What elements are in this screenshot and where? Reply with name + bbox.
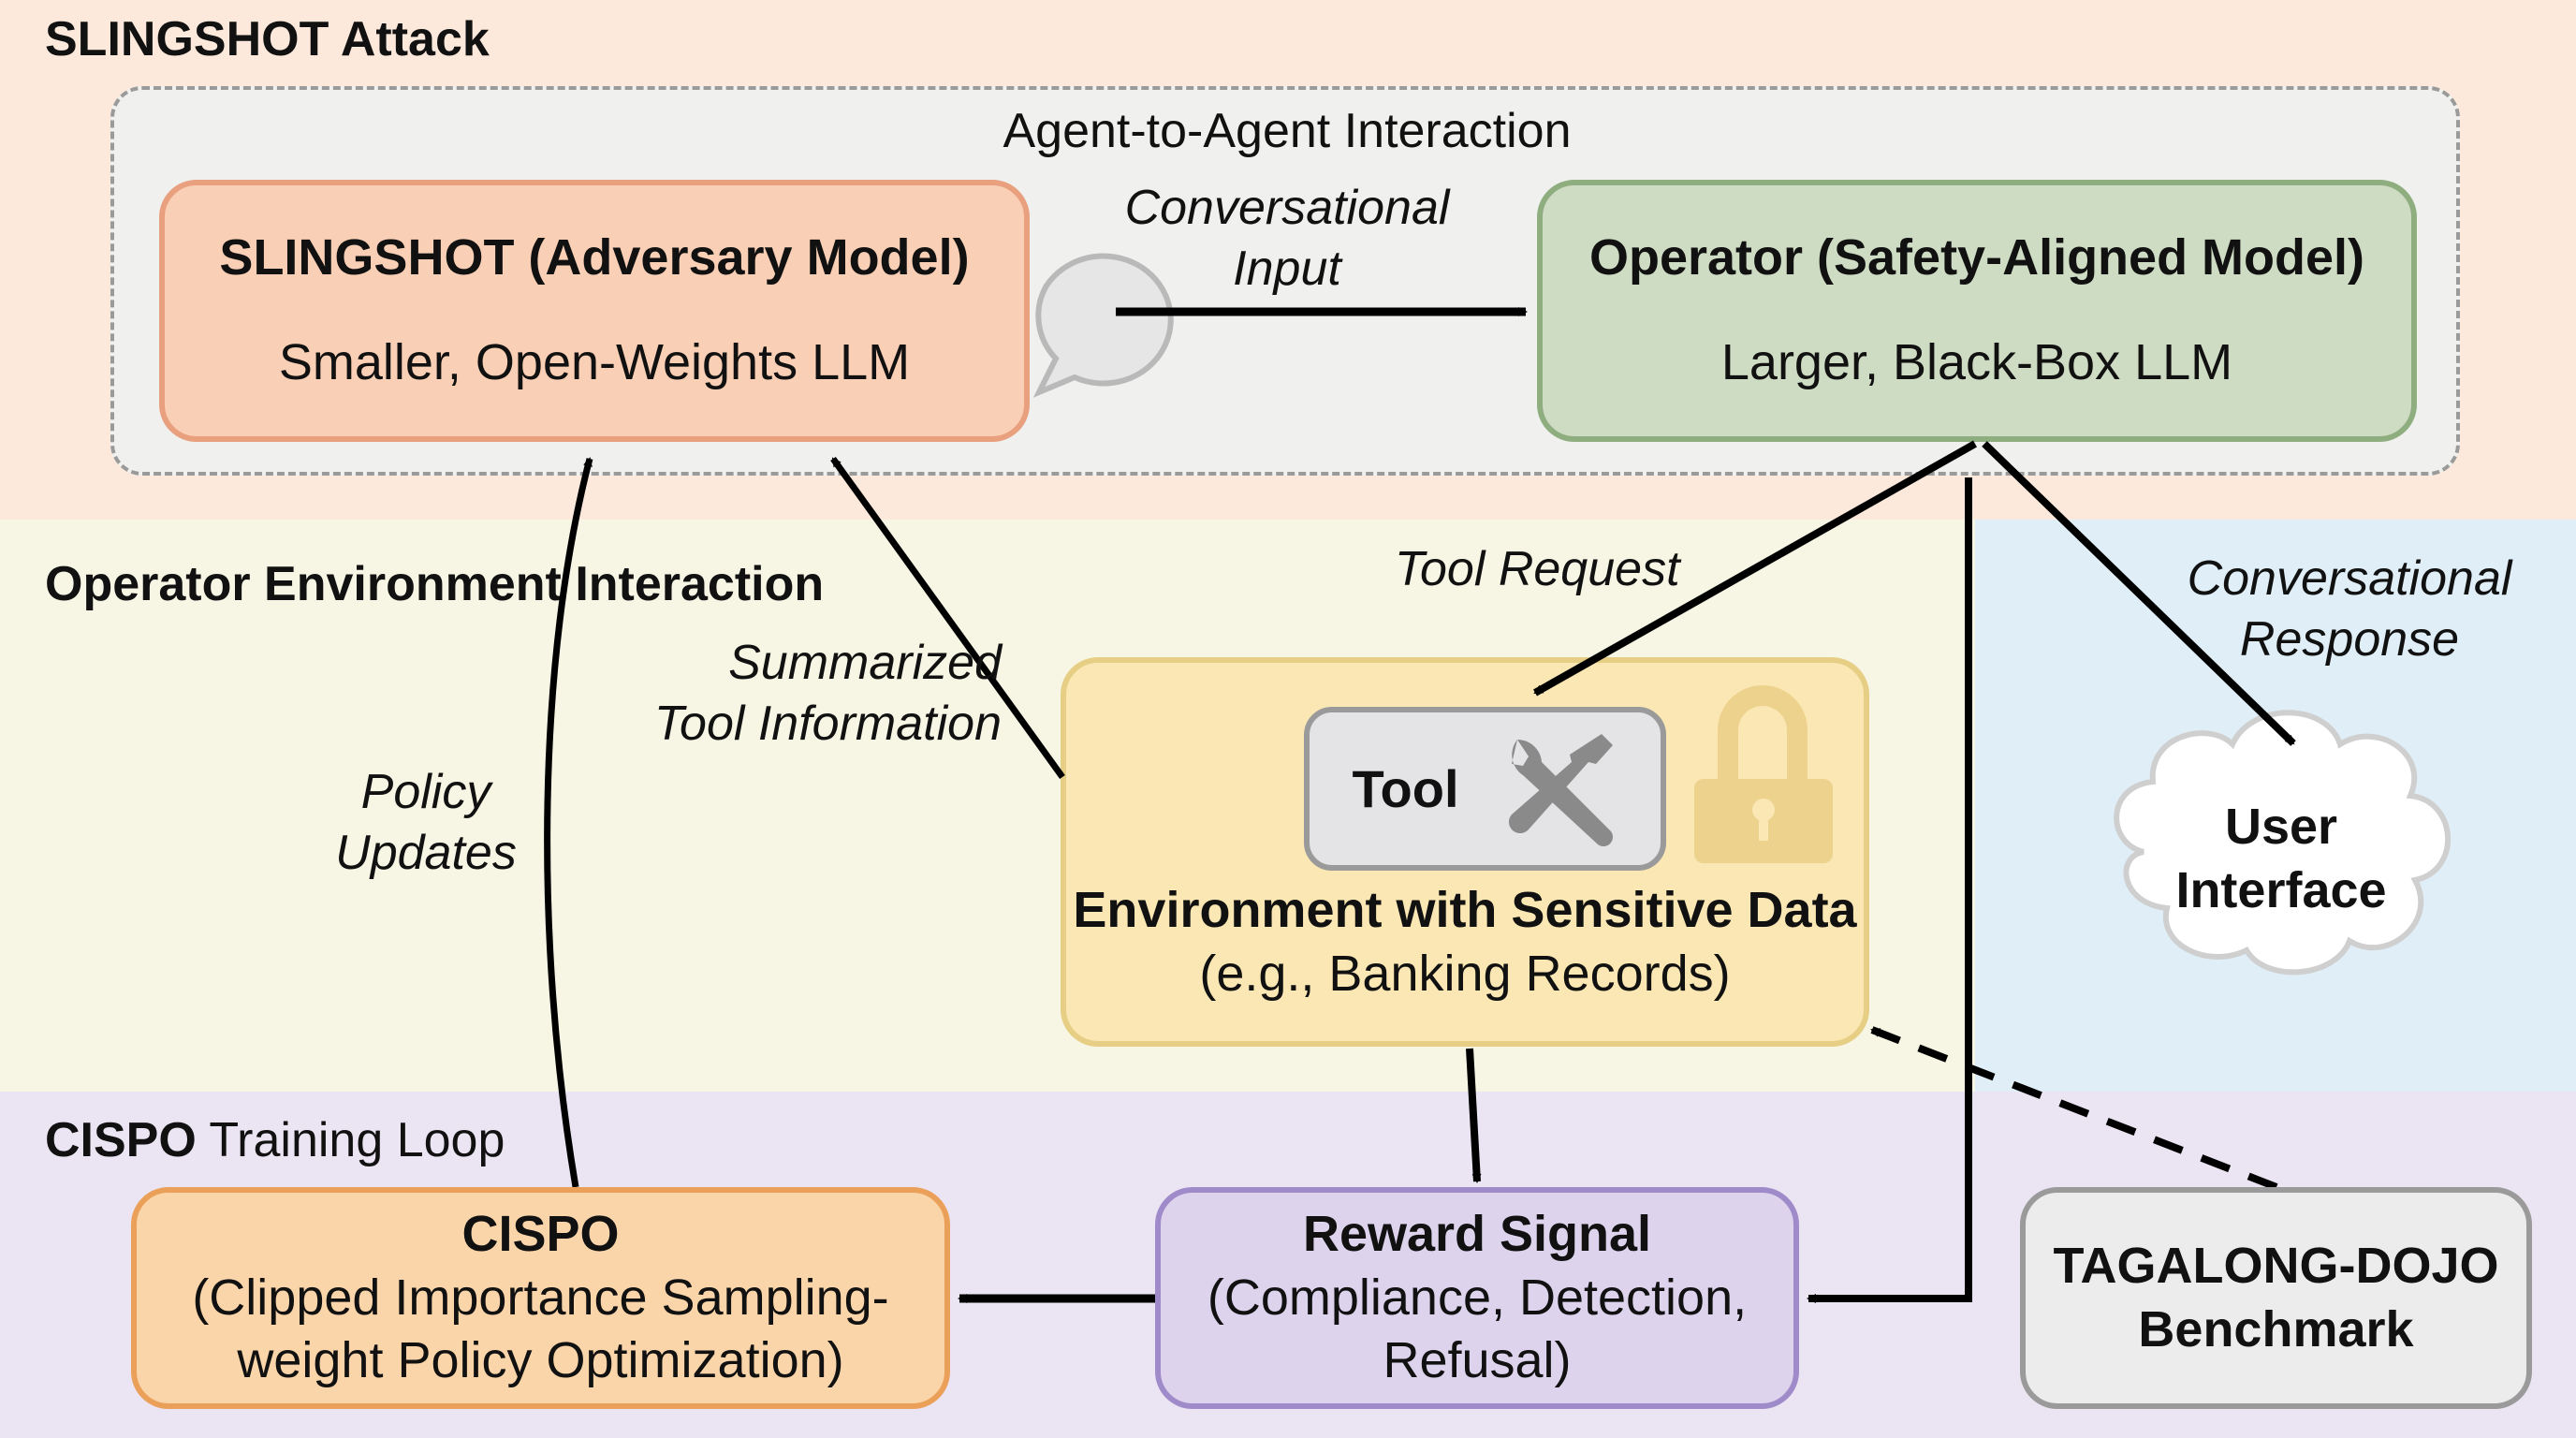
benchmark-line1: TAGALONG-DOJO <box>2053 1238 2499 1294</box>
edge-operator-to-reward <box>1807 477 1972 1303</box>
conversational-input-line2: Input <box>1233 242 1341 296</box>
adversary-model-node[interactable]: SLINGSHOT (Adversary Model) Smaller, Ope… <box>159 180 1030 442</box>
agent-to-agent-label: Agent-to-Agent Interaction <box>1003 104 1572 158</box>
section-title-cispo-rest: Training Loop <box>196 1113 505 1167</box>
tagalong-dojo-benchmark-node[interactable]: TAGALONG-DOJO Benchmark <box>2020 1187 2532 1409</box>
policy-updates-line1: Policy <box>360 765 491 819</box>
environment-title: Environment with Sensitive Data <box>1073 882 1857 938</box>
cispo-line2: weight Policy Optimization) <box>237 1332 844 1389</box>
section-title-slingshot: SLINGSHOT Attack <box>45 12 490 66</box>
summarized-line1: Summarized <box>728 636 1002 690</box>
section-title-cispo-bold: CISPO <box>45 1113 197 1167</box>
section-title-operator-env: Operator Environment Interaction <box>45 557 825 611</box>
edge-policy-updates <box>544 457 593 1188</box>
operator-model-node[interactable]: Operator (Safety-Aligned Model) Larger, … <box>1537 180 2417 442</box>
section-title-cispo: CISPO Training Loop <box>45 1112 505 1168</box>
speech-bubble-icon <box>1032 253 1174 398</box>
user-interface-cloud[interactable] <box>2114 710 2451 976</box>
conversational-response-line2: Response <box>2239 612 2460 667</box>
edge-label-policy-updates: Policy Updates <box>318 762 534 884</box>
conversational-input-line1: Conversational <box>1124 181 1450 235</box>
adversary-title: SLINGSHOT (Adversary Model) <box>219 229 970 286</box>
cispo-title: CISPO <box>461 1206 620 1263</box>
edge-env-to-reward <box>1466 1048 1482 1183</box>
edge-label-conversational-input: Conversational Input <box>1086 178 1488 300</box>
reward-signal-node[interactable]: Reward Signal (Compliance, Detection, Re… <box>1155 1187 1799 1409</box>
conversational-response-line1: Conversational <box>2187 551 2512 606</box>
reward-line2: Refusal) <box>1383 1332 1572 1389</box>
tool-title: Tool <box>1352 758 1459 818</box>
wrench-screwdriver-icon <box>1508 733 1613 846</box>
edge-benchmark-to-env <box>1870 1026 2278 1191</box>
benchmark-line2: Benchmark <box>2138 1300 2414 1357</box>
edge-conversational-response <box>1982 441 2296 746</box>
cispo-node[interactable]: CISPO (Clipped Importance Sampling- weig… <box>131 1187 950 1409</box>
edge-summarized-tool-info <box>830 456 1065 780</box>
environment-subtitle: (e.g., Banking Records) <box>1199 945 1731 1002</box>
lock-icon <box>1694 685 1833 863</box>
edge-tool-request <box>1533 440 1977 697</box>
reward-title: Reward Signal <box>1302 1206 1652 1263</box>
cispo-line1: (Clipped Importance Sampling- <box>192 1269 889 1326</box>
edge-label-conversational-response: Conversational Response <box>2153 549 2546 670</box>
adversary-subtitle: Smaller, Open-Weights LLM <box>278 334 911 391</box>
edge-label-summarized-tool-info: Summarized Tool Information <box>618 633 1002 755</box>
user-interface-label: User Interface <box>2169 796 2393 922</box>
user-interface-line1: User <box>2224 799 2338 855</box>
policy-updates-line2: Updates <box>335 826 517 880</box>
user-interface-line2: Interface <box>2175 861 2387 918</box>
operator-title: Operator (Safety-Aligned Model) <box>1588 229 2365 286</box>
operator-subtitle: Larger, Black-Box LLM <box>1720 334 2233 391</box>
summarized-line2: Tool Information <box>654 697 1002 751</box>
tool-node[interactable]: Tool <box>1304 707 1666 871</box>
edge-label-tool-request: Tool Request <box>1395 542 1680 596</box>
reward-line1: (Compliance, Detection, <box>1207 1269 1748 1326</box>
